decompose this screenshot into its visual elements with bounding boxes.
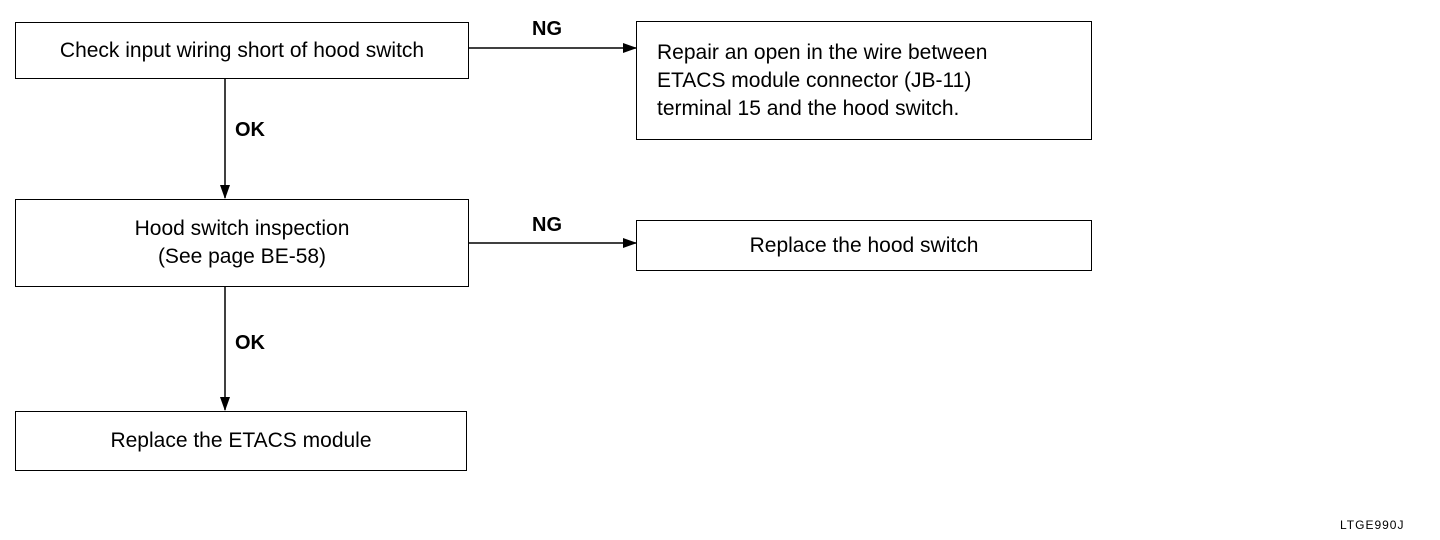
step2-ng-text: Replace the hood switch — [749, 233, 979, 257]
step1-ng-text: Repair an open in the wire between ETACS… — [657, 40, 988, 120]
step1-text: Check input wiring short of hood switch — [59, 38, 425, 62]
step3-text: Replace the ETACS module — [110, 429, 372, 452]
ok-label-1: OK — [235, 119, 265, 141]
step1-box: Check input wiring short of hood switch — [15, 22, 469, 79]
ok-label-2: OK — [235, 332, 265, 354]
step3-box: Replace the ETACS module — [15, 411, 467, 471]
figure-code: LTGE990J — [1340, 518, 1405, 532]
ng-label-1: NG — [532, 18, 562, 40]
step2-box: Hood switch inspection (See page BE-58) — [15, 199, 469, 287]
step2-text: Hood switch inspection (See page BE-58) — [134, 217, 350, 268]
step1-ng-box: Repair an open in the wire between ETACS… — [636, 21, 1092, 140]
ng-label-2: NG — [532, 214, 562, 236]
step2-ng-box: Replace the hood switch — [636, 220, 1092, 271]
